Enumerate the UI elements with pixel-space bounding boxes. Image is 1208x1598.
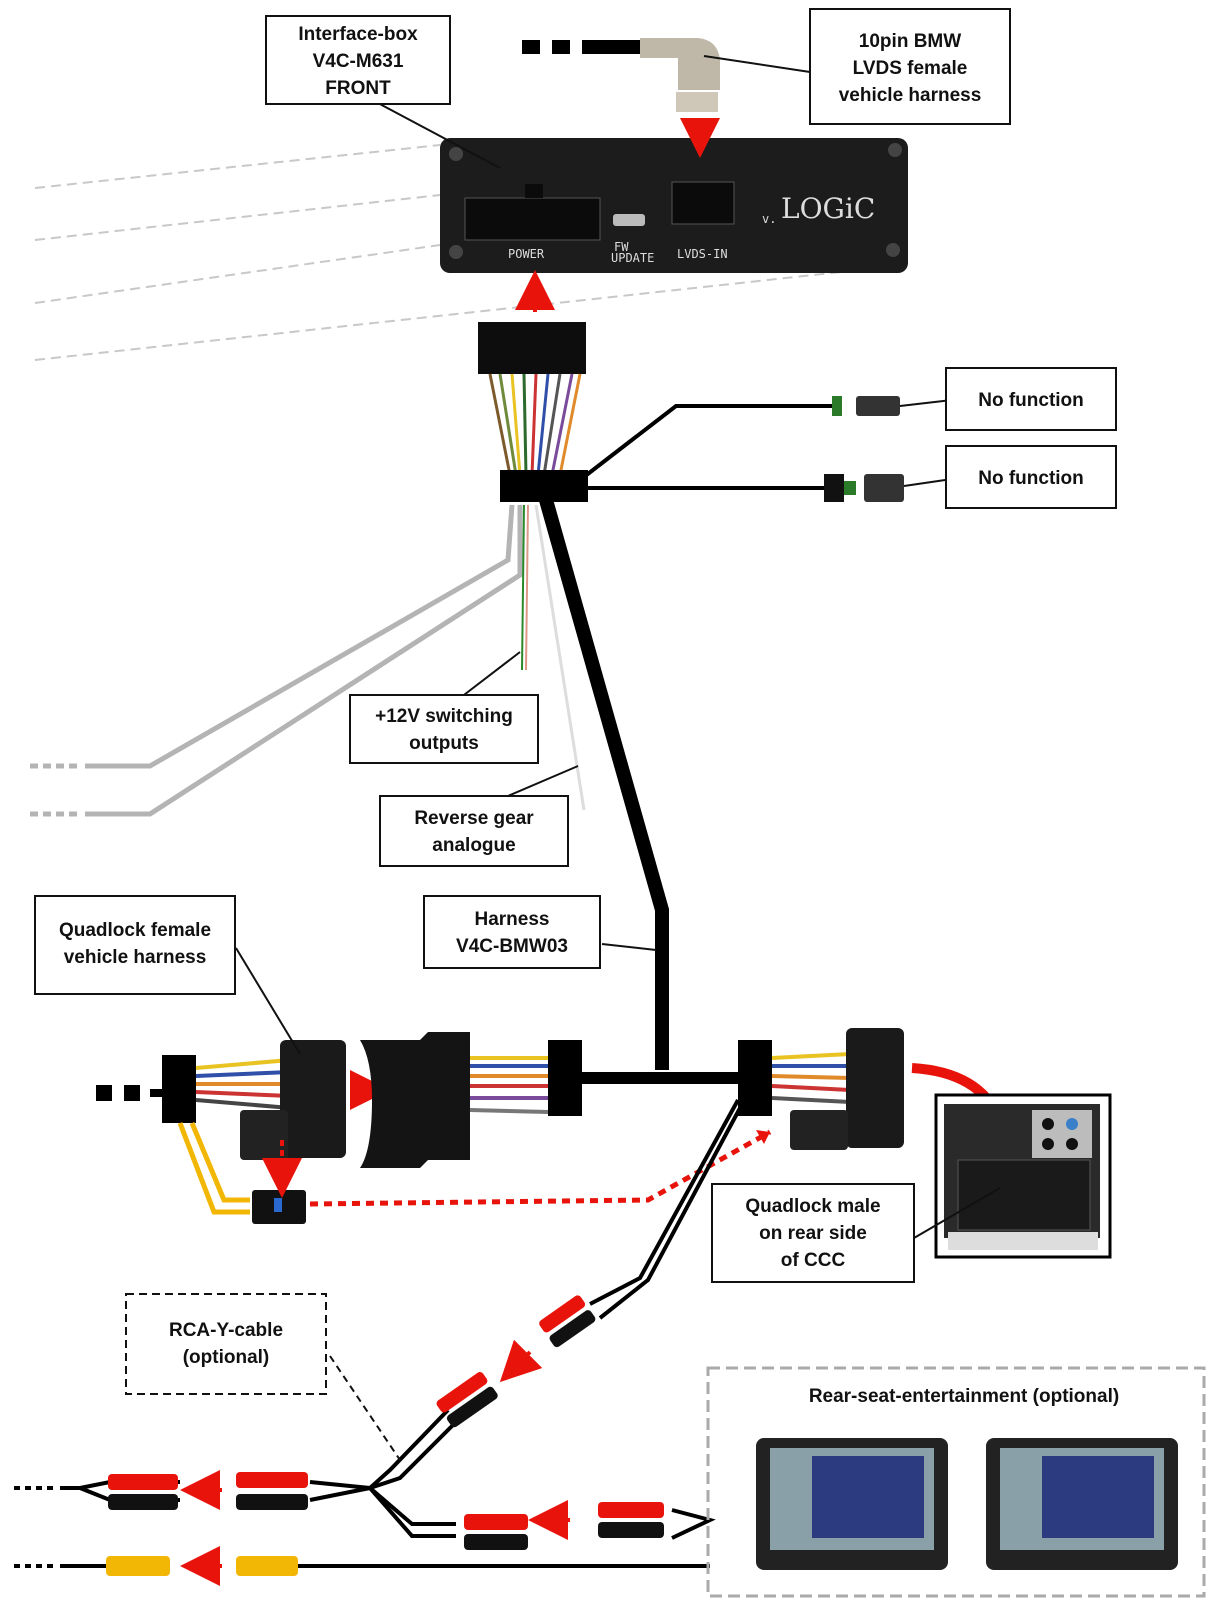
update-label: UPDATE — [611, 251, 654, 265]
rse-box — [706, 1366, 1206, 1598]
svg-text:vehicle harness: vehicle harness — [839, 85, 982, 106]
label-rse: Rear-seat-entertainment (optional) — [809, 1386, 1119, 1407]
svg-text:Interface-box: Interface-box — [298, 24, 418, 45]
label-harness: Harness V4C-BMW03 — [423, 895, 601, 969]
lvds-port — [671, 181, 735, 225]
svg-text:LVDS female: LVDS female — [853, 58, 968, 79]
label-quadlock-male: Quadlock male on rear side of CCC — [711, 1183, 915, 1283]
svg-text:V4C-BMW03: V4C-BMW03 — [456, 936, 568, 957]
svg-text:(optional): (optional) — [183, 1347, 270, 1368]
perspective-lines — [34, 144, 906, 361]
svg-text:RCA-Y-cable: RCA-Y-cable — [169, 1320, 283, 1341]
label-reverse-gear: Reverse gear analogue — [379, 795, 569, 867]
svg-text:V4C-M631: V4C-M631 — [313, 51, 404, 72]
no-function-cables — [578, 404, 832, 490]
no-function-connectors — [824, 396, 904, 502]
label-rca-cable: RCA-Y-cable (optional) — [125, 1293, 327, 1395]
label-no-function-1: No function — [945, 367, 1117, 431]
svg-text:analogue: analogue — [432, 835, 515, 856]
svg-text:Harness: Harness — [475, 909, 550, 930]
screw-icon — [449, 147, 463, 161]
dotted-link — [309, 1129, 772, 1207]
svg-text:Quadlock female: Quadlock female — [59, 920, 211, 941]
vlogic-logo: LOGiC — [781, 192, 875, 225]
svg-text:No function: No function — [978, 468, 1084, 489]
svg-text:Quadlock male: Quadlock male — [745, 1196, 880, 1217]
svg-text:FRONT: FRONT — [325, 78, 391, 99]
harness-quadlock-male — [360, 1028, 904, 1168]
switching-output-wires — [521, 504, 586, 811]
svg-text:10pin BMW: 10pin BMW — [859, 31, 961, 52]
rca-harness-cables — [60, 1099, 742, 1568]
ccc-quadlock-photo — [934, 1093, 1112, 1259]
svg-text:on rear side: on rear side — [759, 1223, 867, 1244]
svg-text:of CCC: of CCC — [781, 1250, 846, 1271]
rse-monitor-1 — [756, 1438, 948, 1570]
rca-plugs — [106, 1295, 664, 1576]
rca-leader — [329, 1355, 401, 1461]
rse-monitor-2 — [986, 1438, 1178, 1570]
power-label: POWER — [508, 247, 545, 261]
lvds-in-label: LVDS-IN — [677, 247, 728, 261]
main-harness-cable — [539, 498, 669, 1070]
screw-icon — [886, 243, 900, 257]
power-connector — [478, 322, 588, 502]
label-interface-box: Interface-box V4C-M631 FRONT — [265, 15, 451, 105]
screw-icon — [888, 143, 902, 157]
fw-label: FW — [614, 240, 629, 254]
label-quadlock-female: Quadlock female vehicle harness — [34, 895, 236, 995]
lvds-connector — [522, 38, 720, 112]
label-no-function-2: No function — [945, 445, 1117, 509]
screw-icon — [449, 245, 463, 259]
leader-lines — [235, 55, 1001, 1239]
quadlock-female-assembly — [96, 1040, 390, 1224]
svg-text:No function: No function — [978, 390, 1084, 411]
rca-arrows — [180, 1339, 570, 1586]
svg-text:+12V switching: +12V switching — [375, 706, 513, 727]
usb-port — [613, 214, 645, 226]
label-lvds-harness: 10pin BMW LVDS female vehicle harness — [809, 8, 1011, 125]
gray-cables — [85, 504, 523, 817]
label-switching-outputs: +12V switching outputs — [349, 694, 539, 764]
logo-v: v. — [762, 212, 776, 226]
svg-text:Reverse gear: Reverse gear — [414, 808, 534, 829]
interface-box-device: POWER FW UPDATE LVDS-IN v. LOGiC — [440, 138, 908, 273]
power-port — [464, 197, 601, 241]
yellow-cable — [177, 1122, 250, 1215]
svg-text:outputs: outputs — [409, 733, 479, 754]
svg-text:vehicle harness: vehicle harness — [64, 947, 207, 968]
